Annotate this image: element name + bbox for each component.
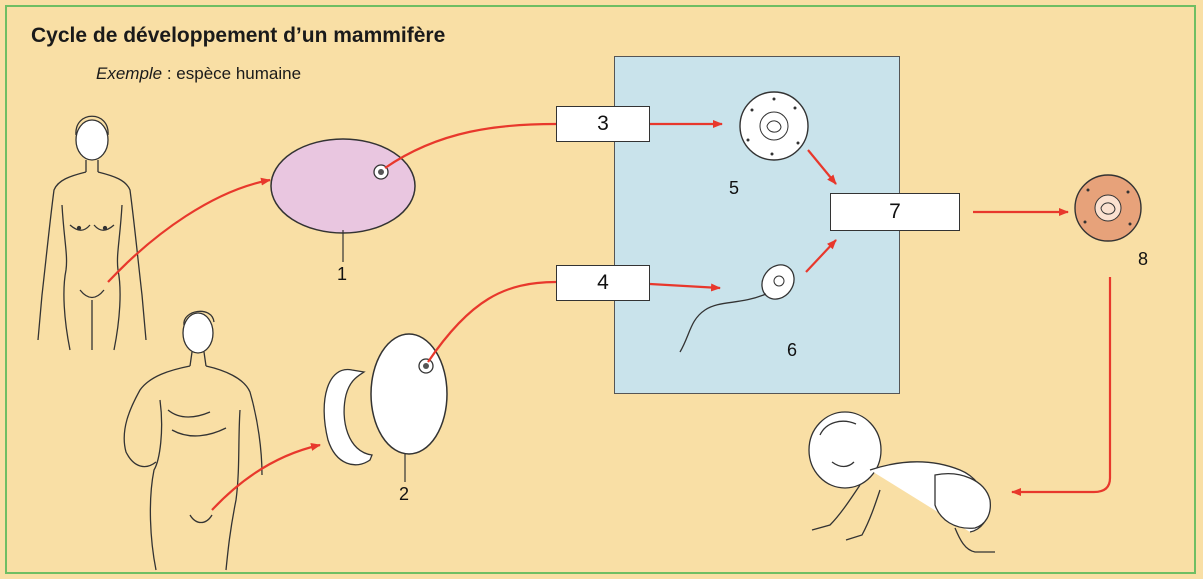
answer-box-3[interactable]: 3 <box>556 106 650 142</box>
arrow-oocyte-to-7 <box>808 150 836 184</box>
arrow-sperm-to-7 <box>806 240 836 272</box>
label-1: 1 <box>337 264 347 285</box>
arrow-testis-to-4 <box>428 282 556 362</box>
spermatozoon-tail <box>680 294 766 352</box>
epididymis <box>324 370 372 465</box>
woman-figure <box>38 116 146 350</box>
answer-box-4[interactable]: 4 <box>556 265 650 301</box>
man-figure <box>124 311 262 570</box>
baby-figure <box>809 412 995 552</box>
label-8: 8 <box>1138 249 1148 270</box>
arrow-man-to-testis <box>212 445 320 510</box>
spermatozoon-head <box>755 259 800 306</box>
arrow-woman-to-ovary <box>108 180 270 282</box>
answer-box-7[interactable]: 7 <box>830 193 960 231</box>
label-2: 2 <box>399 484 409 505</box>
arrows <box>108 124 1110 510</box>
arrow-4-to-sperm <box>650 284 720 288</box>
ovary <box>271 139 415 233</box>
arrow-ovary-to-3 <box>385 124 556 168</box>
label-5: 5 <box>729 178 739 199</box>
arrow-zygote-to-baby <box>1012 277 1110 492</box>
label-6: 6 <box>787 340 797 361</box>
